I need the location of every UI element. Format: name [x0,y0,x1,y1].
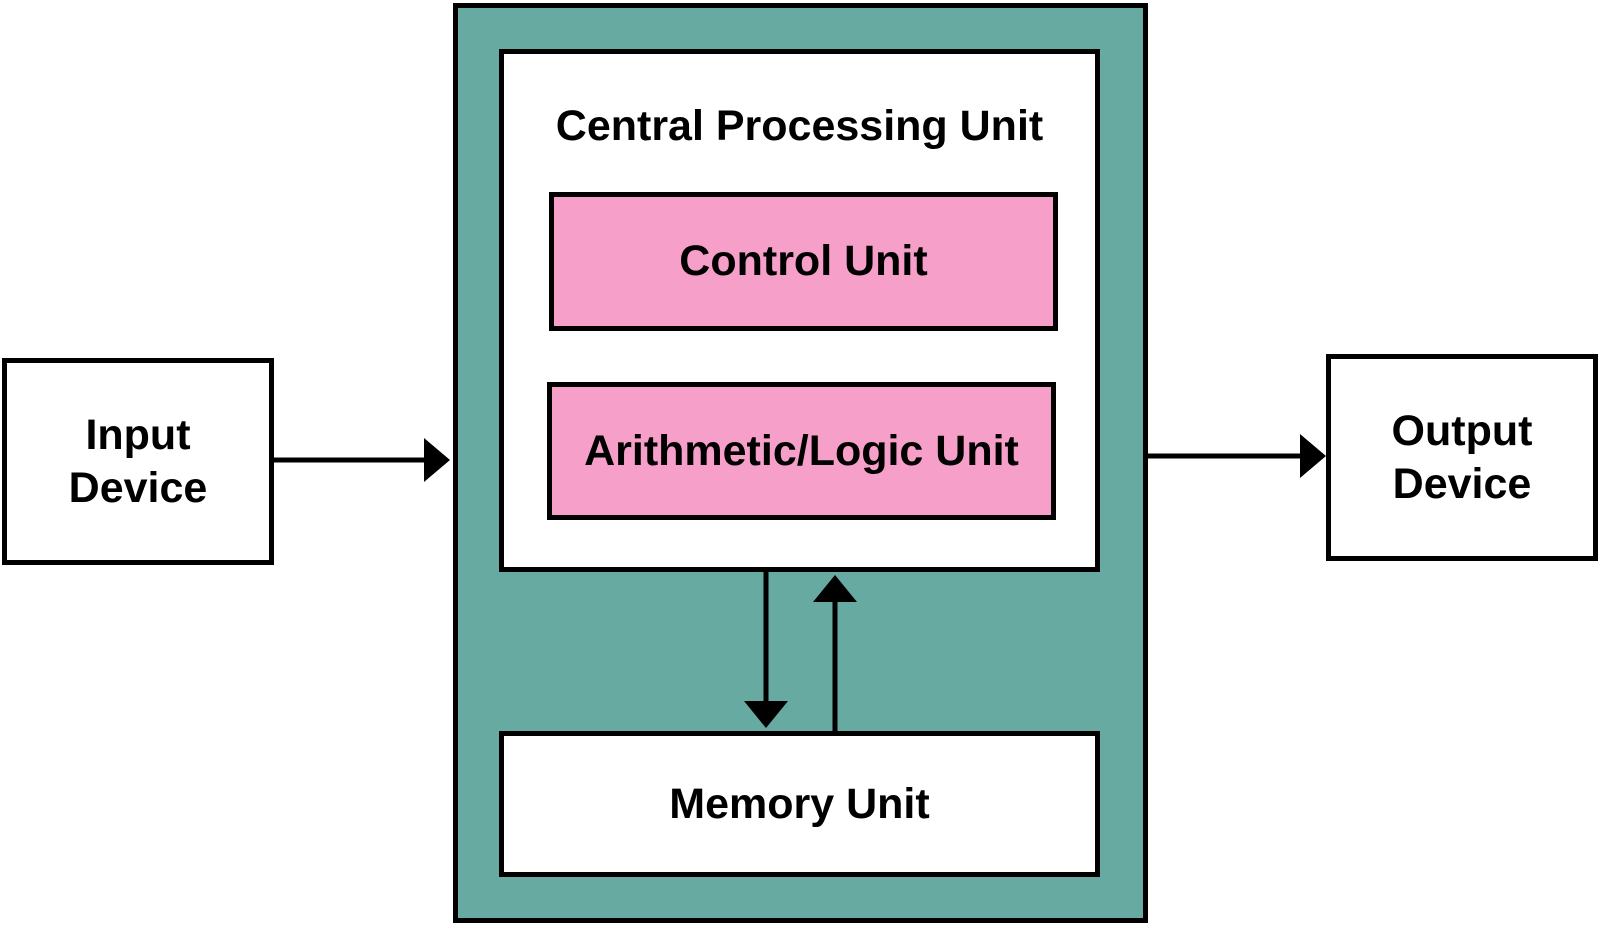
cpu-title: Central Processing Unit [555,102,1044,150]
output-device-label-line1: Output [1391,406,1533,455]
memory-unit-box: Memory Unit [499,731,1100,877]
alu-label: Arithmetic/Logic Unit [584,426,1019,475]
output-device-label-line2: Device [1392,459,1532,508]
arrow-cpu-to-output [1148,434,1326,478]
output-device-box: Output Device [1326,354,1598,561]
arrow-memory-to-cpu [813,575,857,731]
alu-box: Arithmetic/Logic Unit [547,382,1056,520]
memory-unit-label: Memory Unit [669,779,930,828]
control-unit-box: Control Unit [549,192,1058,331]
input-device-label-line2: Device [68,463,208,512]
input-device-label-line1: Input [85,410,191,459]
arrow-cpu-to-memory [744,572,788,728]
input-device-box: Input Device [2,358,274,565]
arrow-input-to-cpu [274,438,450,482]
control-unit-label: Control Unit [679,237,928,285]
